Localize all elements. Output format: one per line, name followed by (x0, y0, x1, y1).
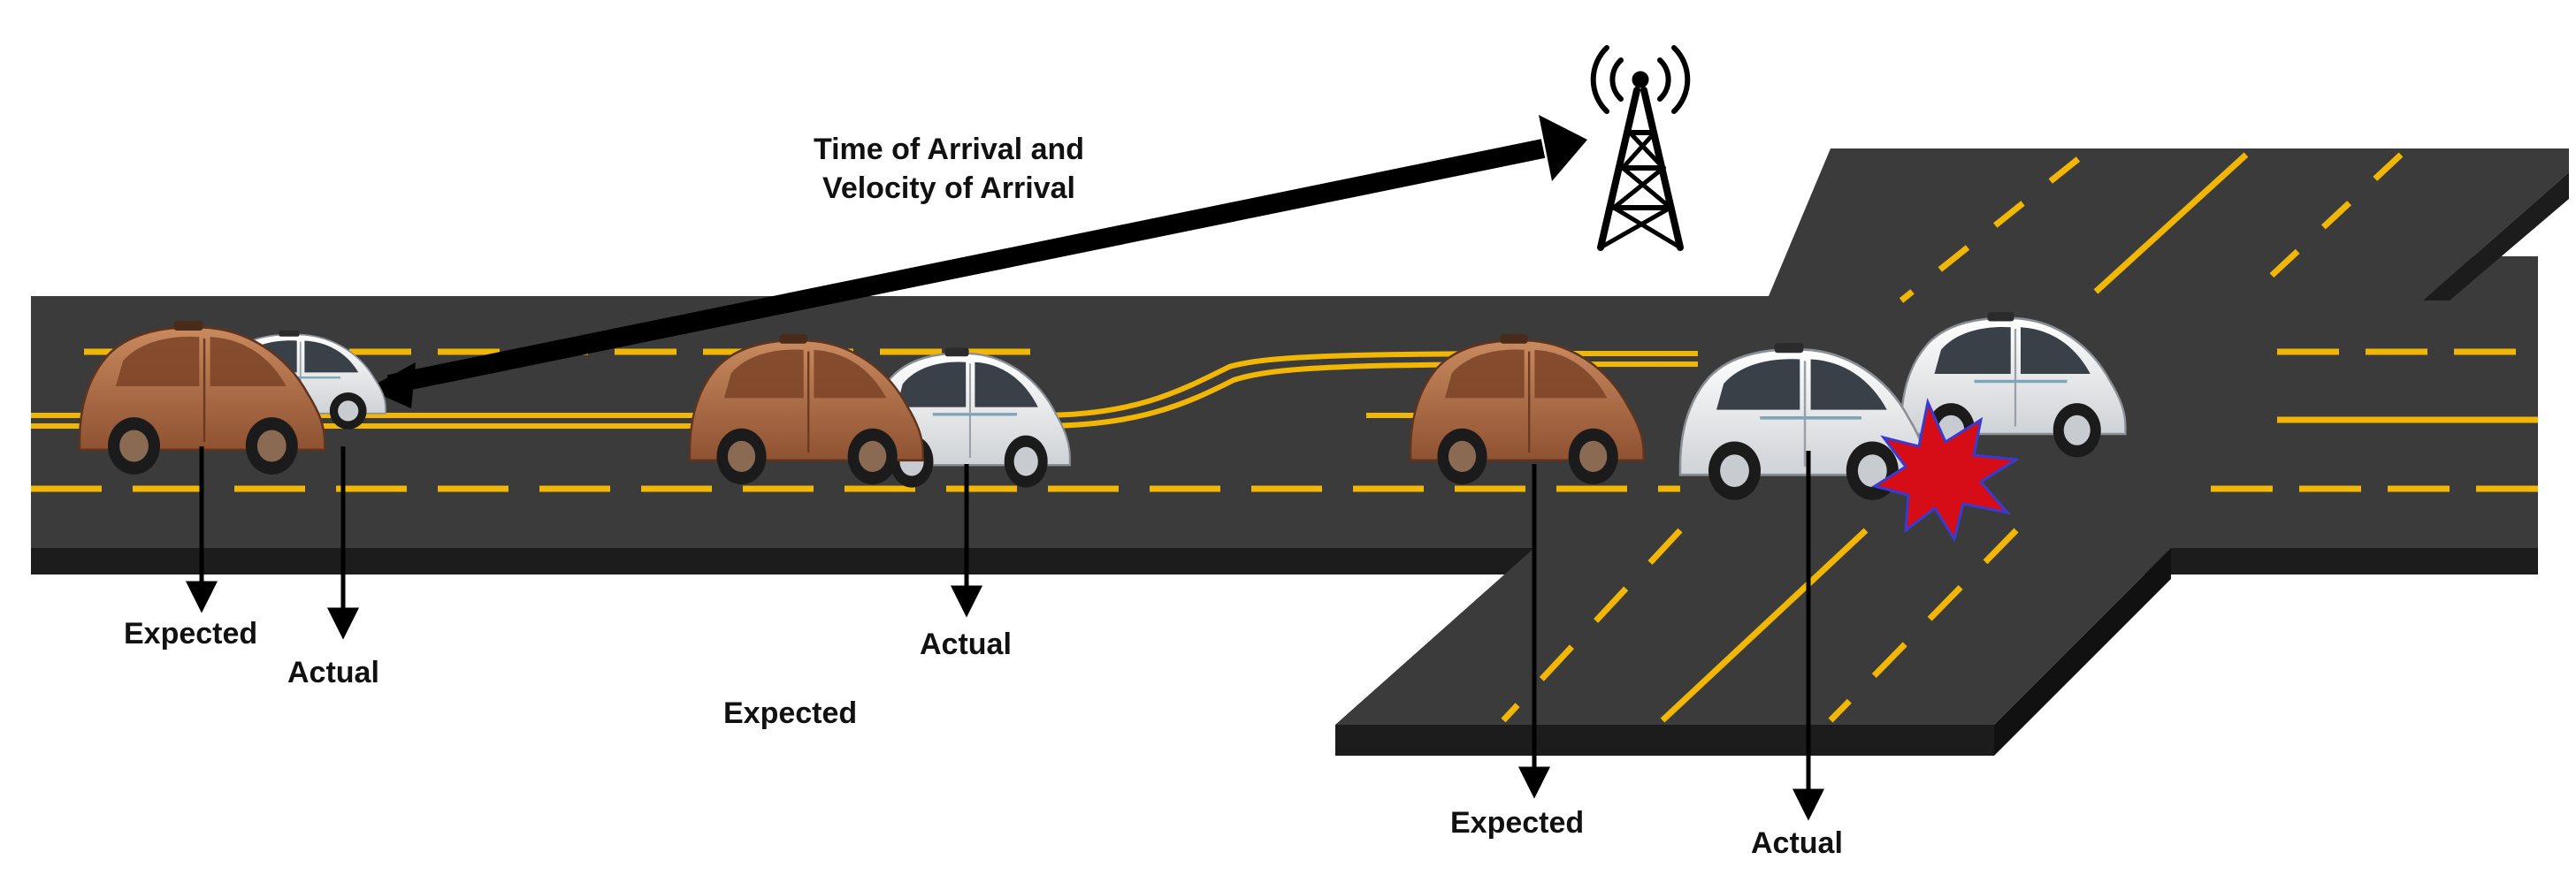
collision-burst-icon (1871, 398, 2021, 543)
signal-arrow (367, 115, 1587, 408)
label-car3-actual: Actual (1751, 826, 1843, 860)
radio-tower-icon (1590, 45, 1691, 251)
lane-diag-dash-3 (2261, 152, 2404, 285)
label-car1-expected: Expected (124, 617, 258, 651)
lane-diag-solid-2 (2093, 152, 2249, 294)
lane-diag-dash-4 (1501, 528, 1683, 723)
label-car2-expected: Expected (723, 696, 858, 730)
annotation-line-2: Velocity of Arrival (822, 171, 1075, 205)
cross-road-side-right (1994, 548, 2171, 756)
lane-diag-solid-5 (1660, 528, 1869, 723)
road (31, 148, 2569, 756)
annotation-line-1: Time of Arrival and (813, 133, 1085, 166)
label-car3-expected: Expected (1450, 806, 1585, 840)
cross-road-edge (1335, 725, 1994, 756)
label-car2-actual: Actual (920, 628, 1012, 661)
pointer-arrows (185, 446, 1825, 821)
label-car1-actual: Actual (287, 656, 379, 689)
cross-road-top-edge (2423, 172, 2569, 301)
